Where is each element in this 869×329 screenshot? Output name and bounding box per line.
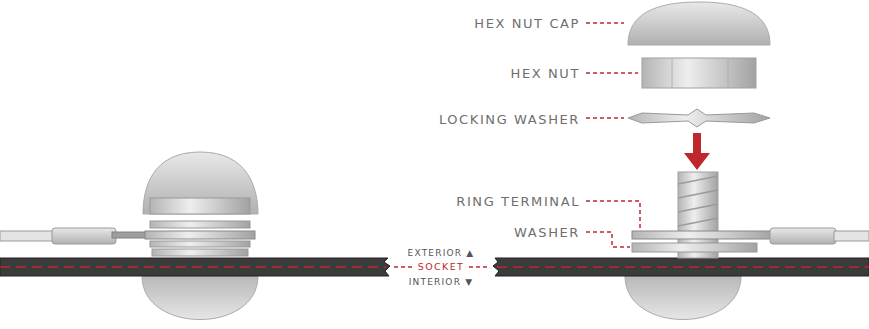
socket-panel [493,258,869,276]
part-label: WASHER [514,226,580,239]
leader-line [394,266,414,268]
thread-lines [678,176,718,226]
leader-line [586,72,638,74]
cable [834,231,869,241]
washer [150,241,250,247]
side-label: EXTERIOR ▲ [408,249,475,258]
cable [0,231,56,241]
hex-nut [150,198,250,214]
part-label: HEX NUT CAP [474,17,580,30]
terminal-crimp [770,228,836,244]
nut-facet [672,58,673,88]
leader-line [586,201,640,228]
bolt-head [142,276,258,320]
hex-nut-cap [628,2,770,45]
part-label: HEX NUT [511,67,580,80]
hex-nut [642,58,756,88]
socket-panel [0,258,390,276]
part-label: RING TERMINAL [456,195,580,208]
washer [152,249,248,256]
panel-centerline [497,266,869,268]
leader-line [469,266,490,268]
leader-line [586,232,630,247]
locking-washer [628,109,770,127]
terminal-crimp [52,228,116,244]
locking-washer [150,221,250,228]
bolt-head [625,276,741,320]
ring-terminal [145,231,255,239]
leader-line [586,22,624,24]
hex-nut-cap [143,152,258,214]
ring-terminal [632,231,774,239]
washer [632,243,757,252]
part-label: LOCKING WASHER [439,113,580,126]
nut-facet [728,58,729,88]
socket-label: SOCKET [418,262,465,272]
leader-line [586,117,624,119]
panel-centerline [0,266,386,268]
assembly-arrow [684,153,710,170]
side-label: INTERIOR ▼ [409,278,474,287]
assembly-arrow [693,133,701,155]
